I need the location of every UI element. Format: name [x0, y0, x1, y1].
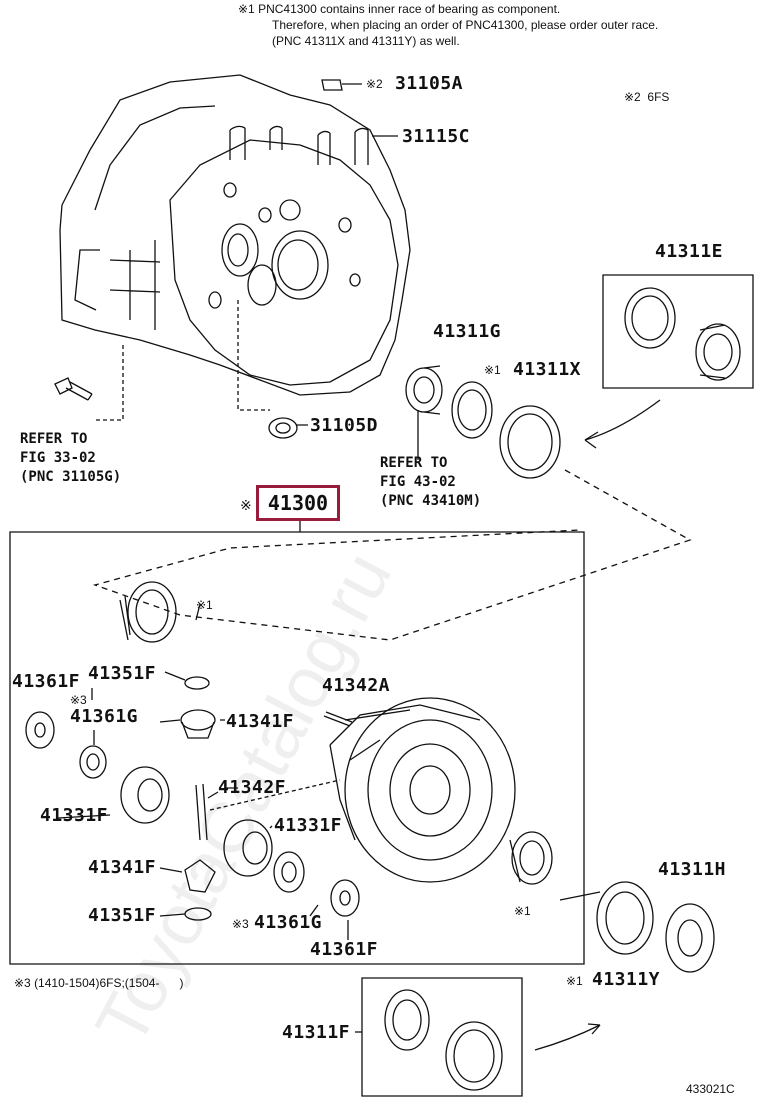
part-41342a[interactable]: 41342A: [322, 675, 391, 696]
bearing-41311h-drawing: [666, 904, 714, 972]
pin-41342f-drawing: [196, 784, 207, 840]
part-41361g-left[interactable]: 41361G: [70, 706, 139, 727]
bearing-41311e-drawing: [625, 288, 740, 380]
pin-41342a-drawing: [324, 712, 352, 726]
ref-fig-43-02-line2[interactable]: FIG 43-02: [380, 474, 456, 490]
note-1-line-2: Therefore, when placing an order of PNC4…: [272, 18, 659, 32]
part-41311g[interactable]: 41311G: [433, 321, 502, 342]
washer-41361g-left-drawing: [80, 746, 106, 778]
part-41311e[interactable]: 41311E: [655, 241, 724, 262]
part-31115c[interactable]: 31115C: [402, 126, 471, 147]
part-41351f-top[interactable]: 41351F: [88, 663, 157, 684]
part-41331f-right[interactable]: 41331F: [274, 815, 343, 836]
box-41300: [10, 532, 584, 964]
pinion-41341f-top-drawing: [181, 710, 215, 738]
mark-bearing-top: ※1: [196, 598, 213, 612]
washer-41351f-top-drawing: [185, 677, 209, 689]
ref-fig-43-02-line1[interactable]: REFER TO: [380, 455, 448, 471]
bolt-drawing: [55, 378, 92, 400]
seal-31105d-drawing: [269, 418, 297, 438]
box-41311f: [362, 978, 522, 1096]
transmission-case-drawing: [60, 75, 410, 395]
bearing-41311g-drawing: [406, 366, 560, 478]
part-41351f-bottom[interactable]: 41351F: [88, 905, 157, 926]
part-41361g-right[interactable]: 41361G: [254, 912, 323, 933]
part-41300: 41300: [267, 491, 329, 515]
washer-41361f-left-drawing: [26, 712, 54, 748]
taper-bearing-right-drawing: [510, 832, 552, 884]
box-41311e: [603, 275, 753, 388]
part-41361f-left[interactable]: 41361F: [12, 671, 81, 692]
side-gear-41331f-right-drawing: [224, 820, 272, 876]
part-41331f-left[interactable]: 41331F: [40, 805, 109, 826]
part-41311y[interactable]: 41311Y: [592, 969, 661, 990]
part-41341f-top[interactable]: 41341F: [226, 711, 295, 732]
washer-41361g-right-drawing: [274, 852, 304, 892]
mark-41311x: ※1: [484, 363, 501, 377]
part-41342f[interactable]: 41342F: [218, 777, 287, 798]
note-3: ※3 (1410-1504)6FS;(1504- ): [14, 976, 184, 990]
ref-fig-33-02-line2[interactable]: FIG 33-02: [20, 450, 96, 466]
mark-41361g-right: ※3: [232, 917, 249, 931]
figure-id: 433021C: [686, 1082, 735, 1096]
part-41361f-right[interactable]: 41361F: [310, 939, 379, 960]
mark-bearing-right: ※1: [514, 904, 531, 918]
ref-fig-43-02-line3[interactable]: (PNC 43410M): [380, 493, 482, 509]
ref-fig-33-02-line3[interactable]: (PNC 31105G): [20, 469, 122, 485]
mark-41361g-left: ※3: [70, 693, 87, 707]
mark-31105a: ※2: [366, 77, 383, 91]
part-41341f-bottom[interactable]: 41341F: [88, 857, 157, 878]
note-1-line-1: ※1 PNC41300 contains inner race of beari…: [238, 2, 561, 16]
part-41311f[interactable]: 41311F: [282, 1022, 351, 1043]
mark-41300: ※: [240, 497, 252, 513]
taper-bearing-top-drawing: [120, 582, 176, 642]
mark-41311y: ※1: [566, 974, 583, 988]
part-31105d[interactable]: 31105D: [310, 415, 379, 436]
pinion-41341f-bottom-drawing: [185, 860, 215, 892]
bearing-41311y-drawing: [597, 882, 653, 954]
ref-fig-33-02-line1[interactable]: REFER TO: [20, 431, 88, 447]
washer-41351f-bottom-drawing: [185, 908, 211, 920]
note-2: ※2 6FS: [624, 90, 670, 104]
bearing-41311f-drawing: [385, 990, 502, 1090]
part-31105a[interactable]: 31105A: [395, 73, 464, 94]
part-41311h[interactable]: 41311H: [658, 859, 727, 880]
ring-gear-drawing: [330, 698, 515, 882]
washer-41361f-right-drawing: [331, 880, 359, 916]
part-41311x[interactable]: 41311X: [513, 359, 582, 380]
note-1-line-3: (PNC 41311X and 41311Y) as well.: [272, 34, 460, 48]
side-gear-41331f-left-drawing: [121, 767, 169, 823]
part-41300-highlight[interactable]: 41300: [256, 485, 340, 521]
